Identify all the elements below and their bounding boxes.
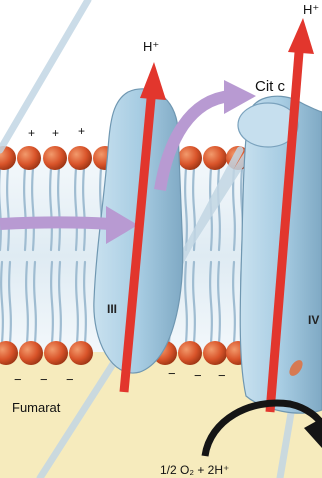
phospholipid-head <box>17 146 41 170</box>
h-plus-label-iv: H⁺ <box>303 2 319 17</box>
phospholipid-head <box>203 146 227 170</box>
phospholipid-head <box>68 146 92 170</box>
minus-sign: − <box>218 368 226 383</box>
reaction-label: 1/2 O₂ + 2H⁺ <box>160 463 229 477</box>
minus-sign: − <box>40 372 48 387</box>
h-plus-label-iii: H⁺ <box>143 39 159 54</box>
minus-sign: − <box>194 368 202 383</box>
phospholipid-head <box>203 341 227 365</box>
plus-sign: + <box>78 124 85 138</box>
phospholipid-head <box>44 341 68 365</box>
plus-sign: + <box>52 126 59 140</box>
cytochrome-c-label: Cit c <box>255 78 286 95</box>
minus-sign: − <box>168 366 176 381</box>
plus-sign: + <box>28 126 35 140</box>
fumarate-label: Fumarat <box>12 400 61 415</box>
phospholipid-head <box>178 341 202 365</box>
complex-iv-label: IV <box>308 313 319 327</box>
minus-sign: − <box>66 372 74 387</box>
minus-sign: − <box>14 372 22 387</box>
phospholipid-head <box>43 146 67 170</box>
phospholipid-head <box>178 146 202 170</box>
complex-iii-label: III <box>107 302 117 316</box>
electron-flow-arrow-left <box>0 223 110 225</box>
phospholipid-head <box>19 341 43 365</box>
phospholipid-head <box>69 341 93 365</box>
